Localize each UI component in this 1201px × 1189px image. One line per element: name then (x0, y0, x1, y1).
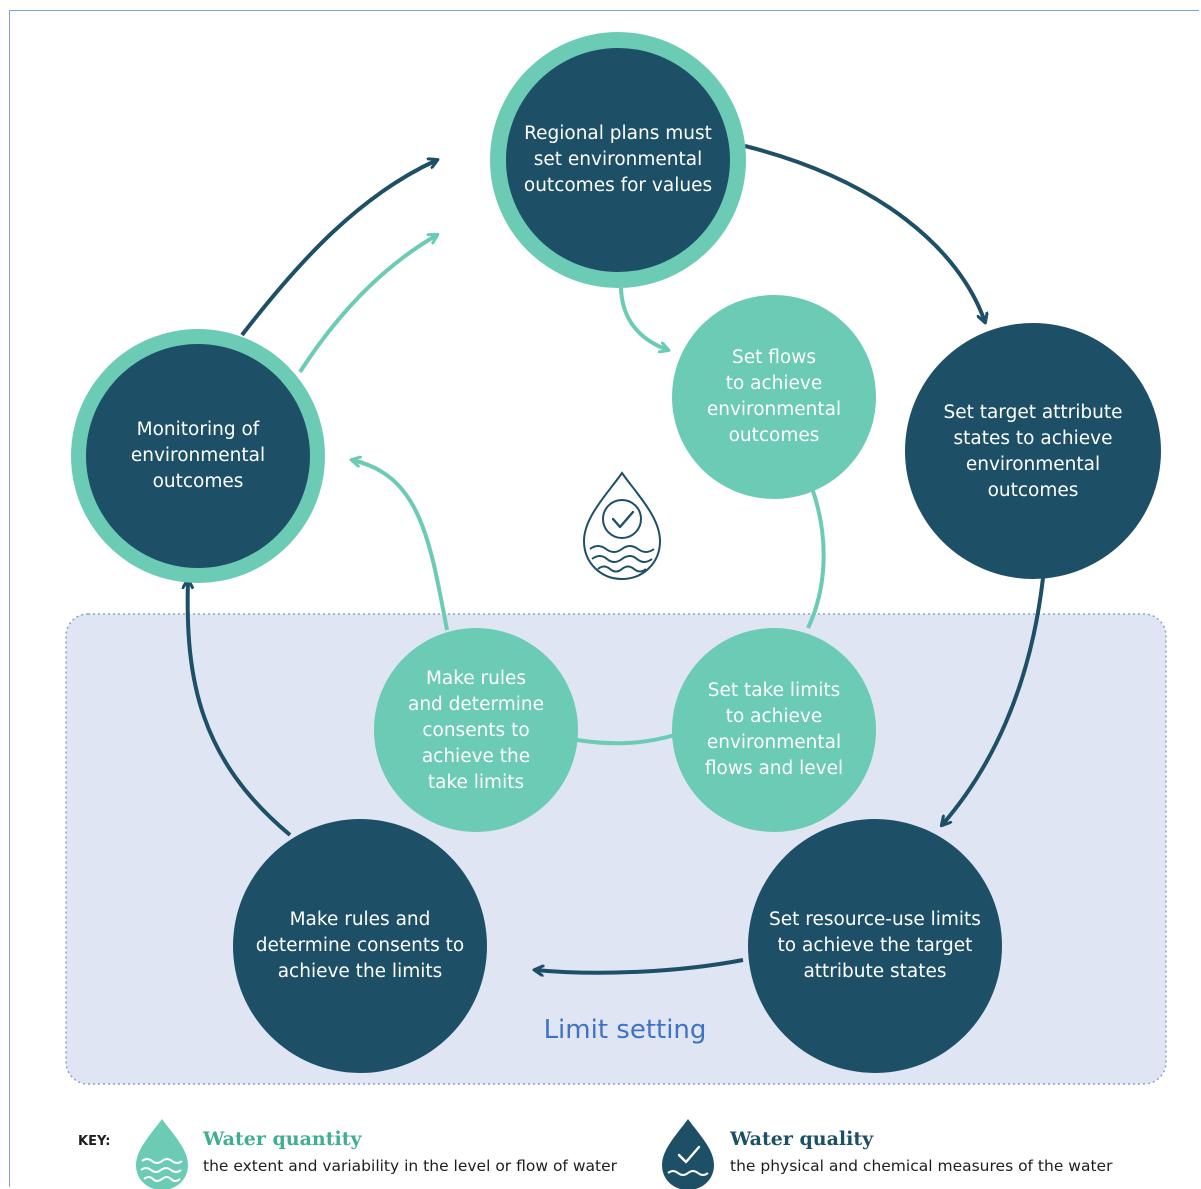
node-set-flows-text: Set flows to achieve environmental outco… (706, 347, 842, 446)
node-rules-take (374, 628, 578, 832)
arrow-rules-to-monitoring (188, 580, 292, 837)
connector-take-to-rules (576, 733, 676, 746)
key-quantity-title: Water quantity (203, 1128, 362, 1150)
node-resource-limits-text: Set resource-use limits to achieve the t… (769, 909, 981, 982)
key-label: KEY: (78, 1134, 111, 1149)
node-monitoring-text: Monitoring of environmental outcomes (130, 419, 266, 492)
node-rules-take-text: Make rules and determine consents to ach… (408, 668, 544, 793)
limit-setting-region (65, 613, 1167, 1085)
node-monitoring (86, 344, 310, 568)
arrow-rules-to-monitoring-light (352, 460, 449, 631)
node-target-attributes (905, 323, 1161, 579)
limit-setting-label: Limit setting (543, 1015, 707, 1045)
node-rules-limits-text: Make rules and determine consents to ach… (255, 909, 465, 982)
node-regional-plans-text: Regional plans must set environmental ou… (523, 123, 713, 196)
arrow-plans-to-flows (619, 287, 668, 350)
water-drop-check-icon (582, 471, 662, 581)
key-quality-title: Water quality (730, 1128, 874, 1150)
arrow-targets-to-resource (942, 577, 1045, 825)
node-take-limits-text: Set take limits to achieve environmental… (704, 680, 844, 779)
key-quantity-description: the extent and variability in the level … (203, 1157, 617, 1175)
arrow-monitoring-to-plans-light (298, 235, 437, 374)
node-regional-plans (506, 48, 730, 272)
key-quality-description: the physical and chemical measures of th… (730, 1157, 1113, 1175)
diagram-frame (9, 10, 1199, 1187)
node-set-flows (672, 295, 876, 499)
node-rules-limits (233, 819, 487, 1073)
arrow-plans-to-targets (744, 144, 985, 322)
water-drop-waves-icon (136, 1119, 188, 1189)
node-take-limits (672, 628, 876, 832)
node-resource-limits (748, 819, 1002, 1073)
arrow-resource-to-rules (535, 958, 744, 973)
connector-flows-to-take (806, 487, 826, 629)
node-target-attributes-text: Set target attribute states to achieve e… (943, 401, 1123, 501)
water-drop-check-key-icon (662, 1119, 714, 1189)
arrow-monitoring-to-plans (240, 160, 437, 337)
